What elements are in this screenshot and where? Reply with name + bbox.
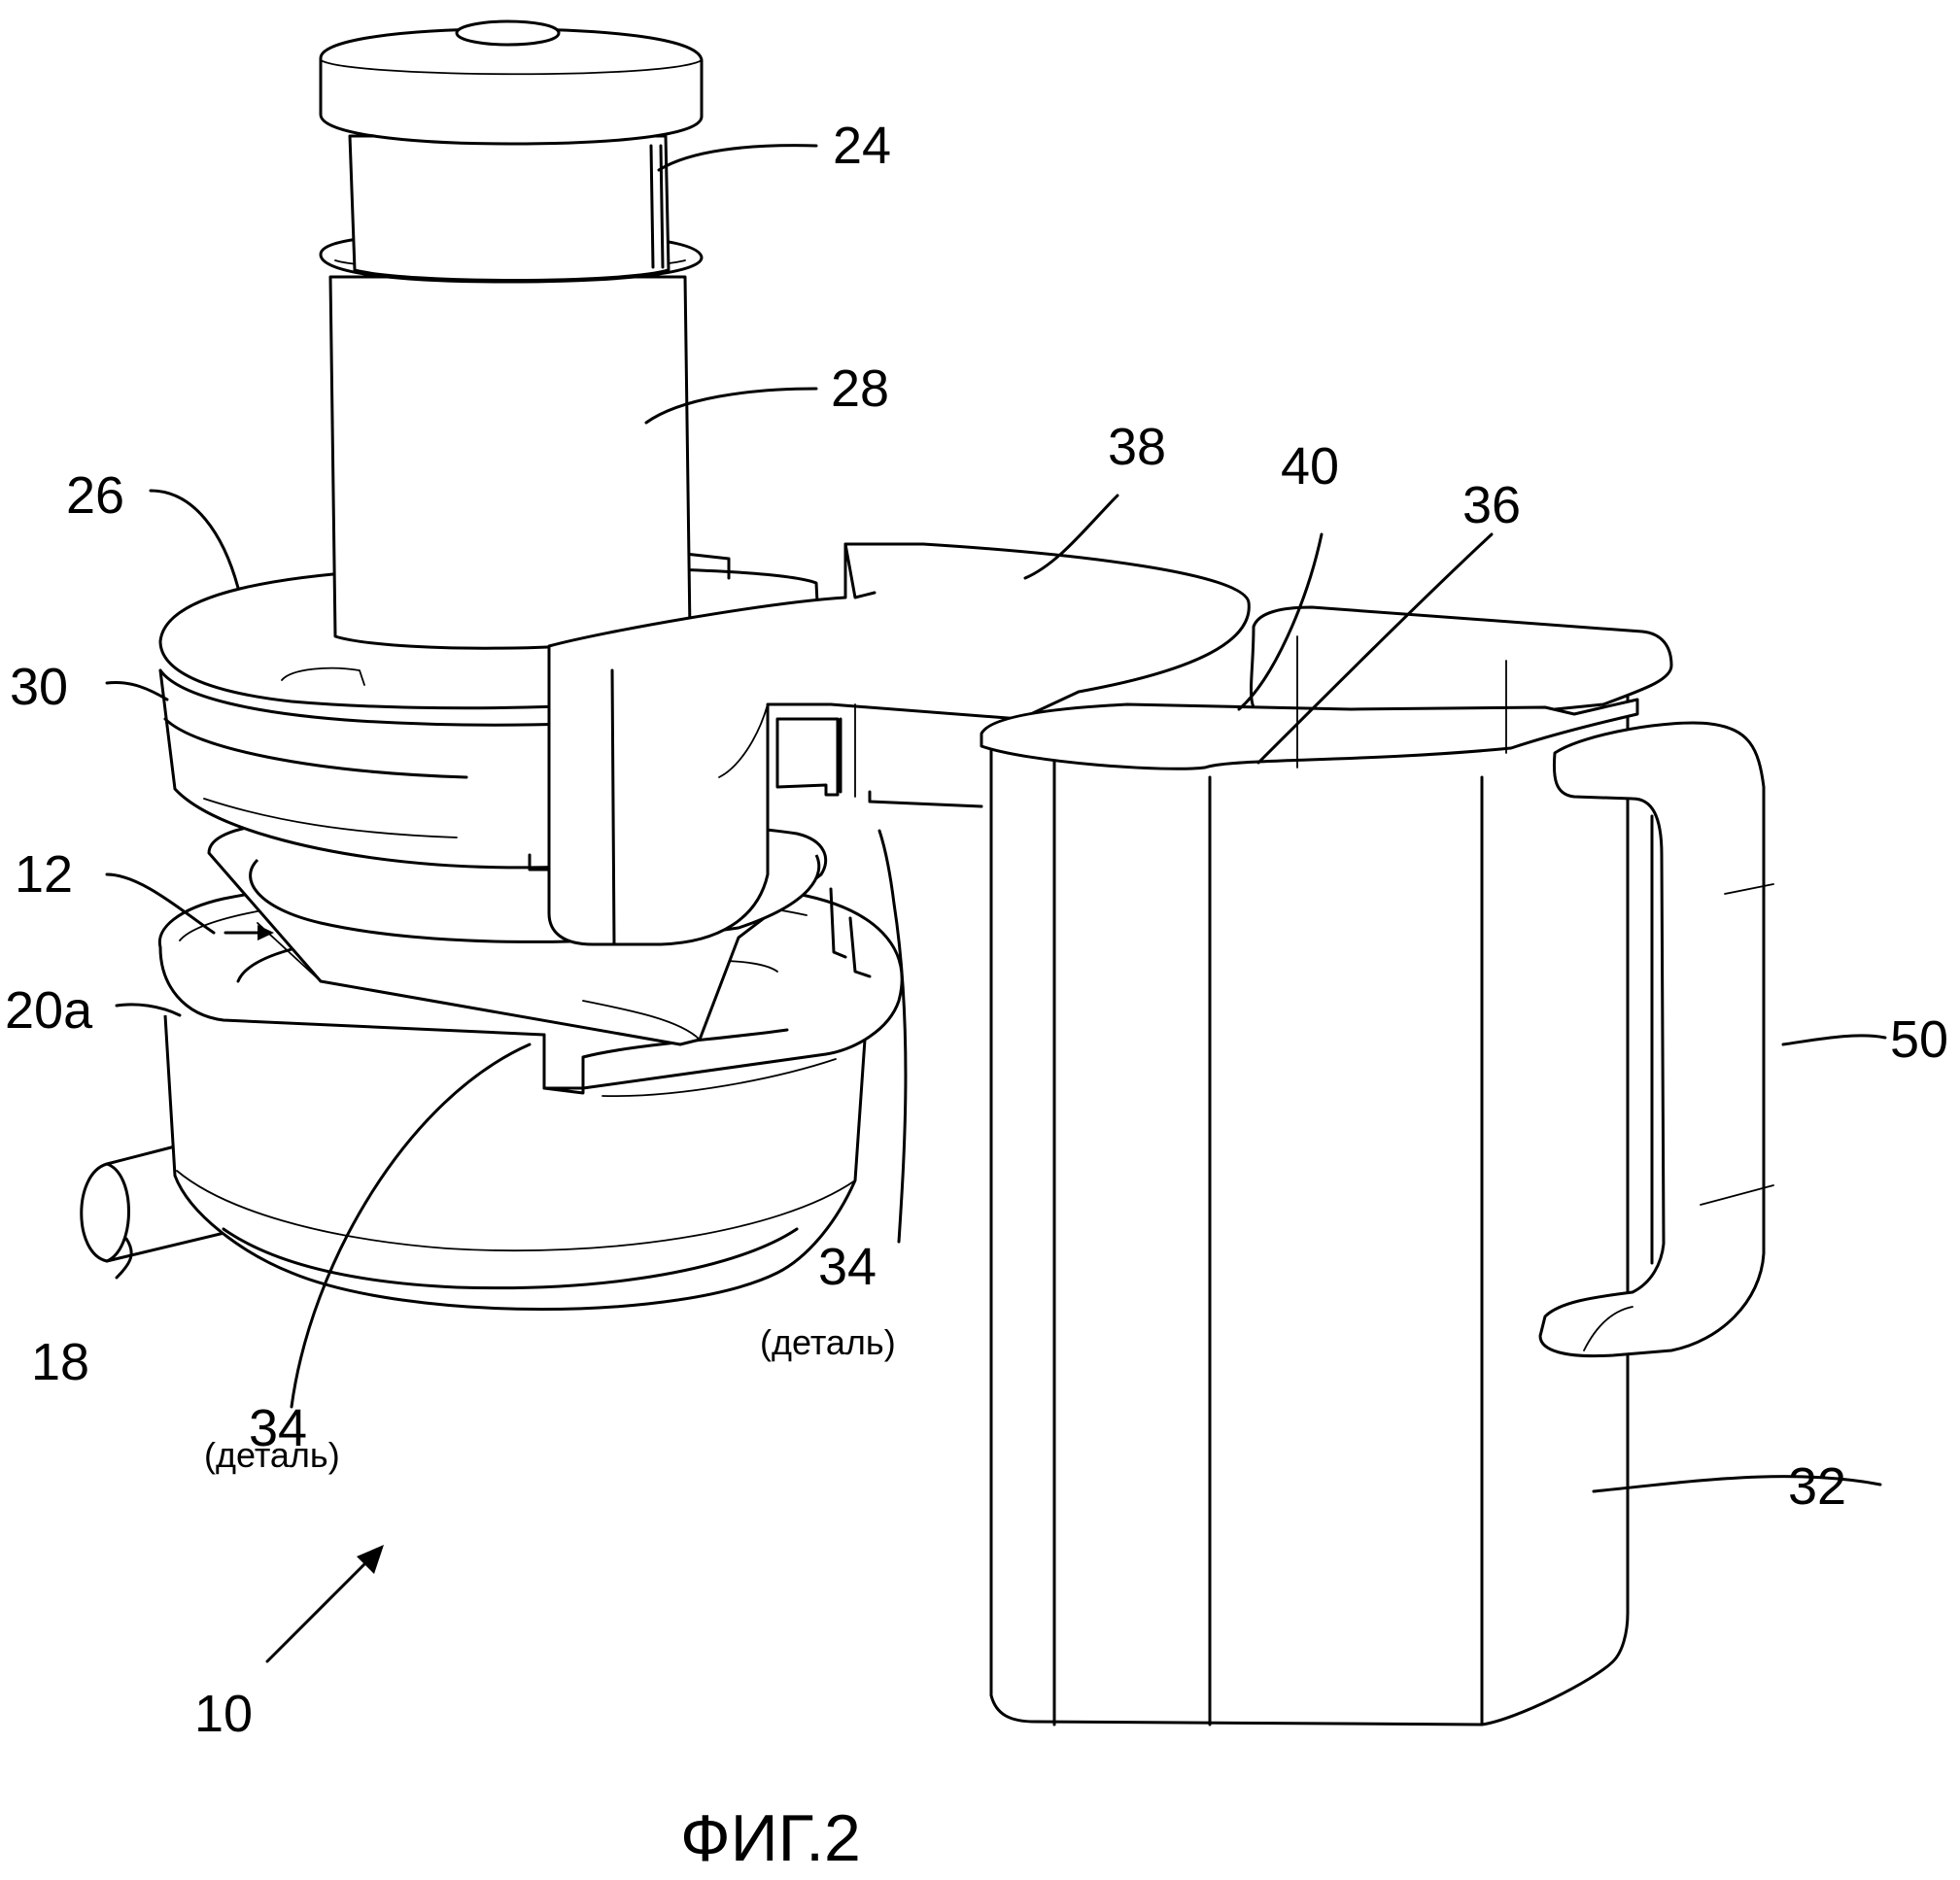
label-10: 10 (194, 1685, 253, 1743)
label-34-right: 34 (818, 1238, 877, 1296)
label-20a: 20a (5, 981, 93, 1040)
label-34-right-note: (деталь) (760, 1322, 896, 1362)
label-12: 12 (15, 845, 73, 904)
arrow-10 (265, 1545, 384, 1663)
label-50: 50 (1890, 1010, 1948, 1069)
leader-lines (105, 144, 1887, 1493)
label-40: 40 (1281, 437, 1339, 496)
label-38: 38 (1108, 418, 1166, 476)
label-36: 36 (1462, 476, 1521, 534)
feed-tube (319, 231, 704, 650)
label-18: 18 (31, 1333, 89, 1391)
juice-spout (547, 542, 1251, 946)
label-32: 32 (1788, 1457, 1846, 1516)
label-30: 30 (10, 658, 68, 716)
label-28: 28 (831, 359, 889, 418)
label-24: 24 (833, 117, 891, 175)
jug (980, 605, 1774, 1726)
label-26: 26 (66, 466, 124, 525)
pusher (319, 19, 704, 282)
arrow-12 (224, 925, 274, 940)
label-34-left: 34 (249, 1399, 307, 1457)
figure-caption: ФИГ.2 (680, 1801, 861, 1875)
label-34-left-note: (деталь) (204, 1435, 340, 1475)
